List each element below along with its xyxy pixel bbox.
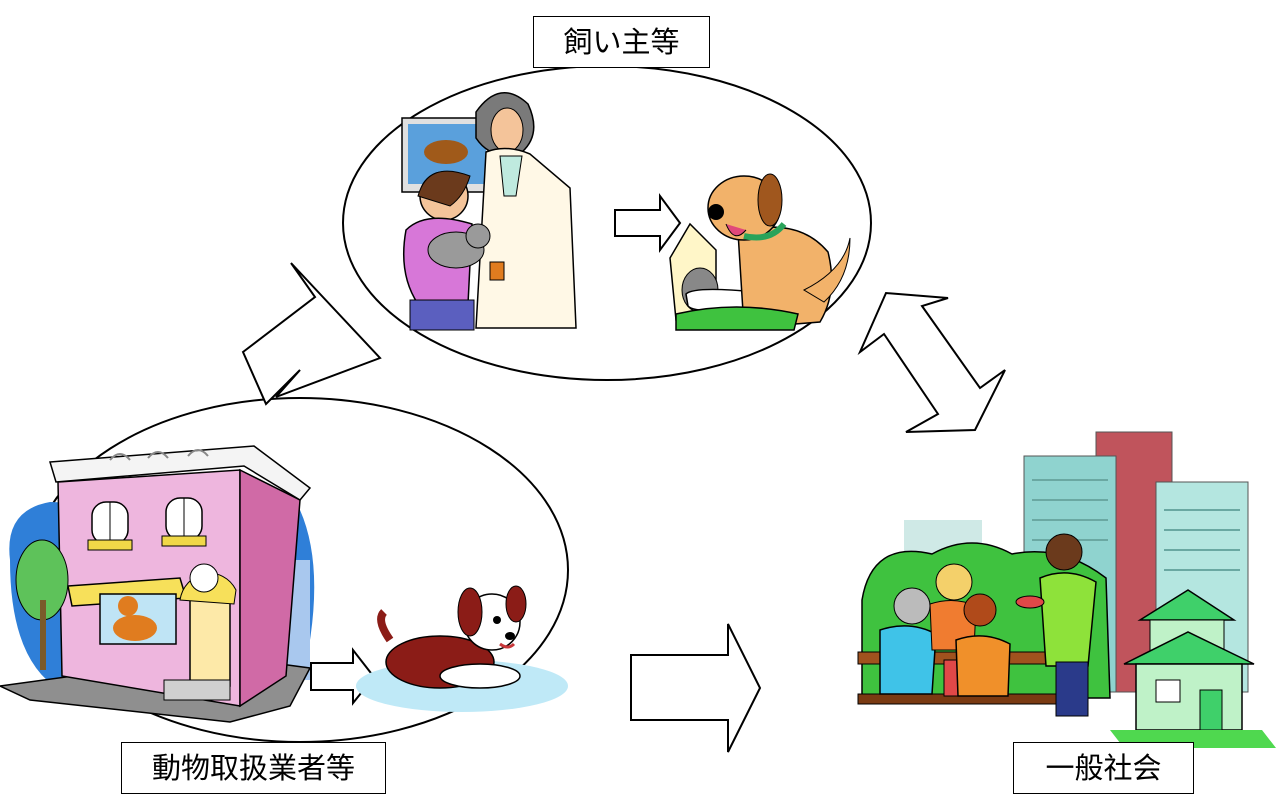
owner-label: 飼い主等 bbox=[533, 16, 710, 68]
arrow-owner-society bbox=[857, 291, 1006, 433]
veterinarian-with-child-illustration bbox=[401, 91, 577, 331]
arrow-vet-to-dog bbox=[614, 192, 682, 254]
city-picnic-illustration bbox=[857, 431, 1276, 748]
dealer-label: 動物取扱業者等 bbox=[121, 742, 386, 794]
society-label: 一般社会 bbox=[1013, 742, 1194, 794]
arrow-dealer-to-owner bbox=[241, 262, 382, 406]
dog-with-kennel-illustration bbox=[669, 173, 851, 331]
pet-store-illustration bbox=[0, 445, 315, 723]
arrow-dealer-to-society bbox=[630, 623, 762, 753]
puppy-illustration bbox=[356, 585, 568, 712]
